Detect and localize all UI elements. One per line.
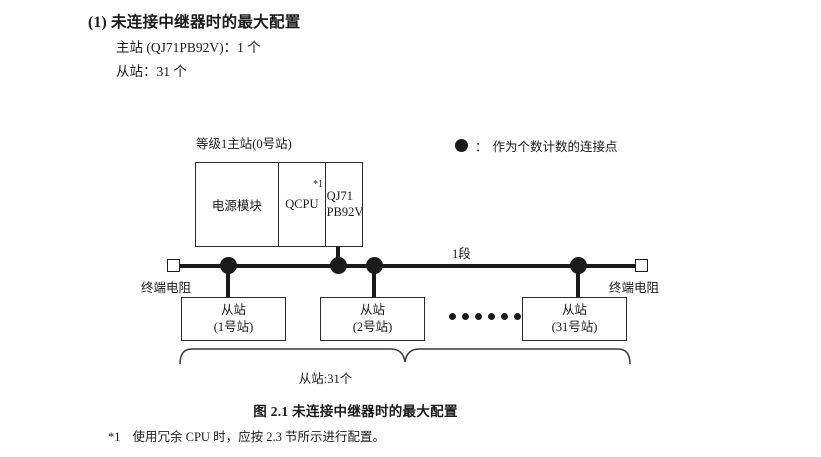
slave-station-2: 从站 (2号站) — [320, 297, 425, 341]
ellipsis-dots — [449, 313, 521, 320]
slave-station-31-station: (31号站) — [551, 320, 598, 334]
ellipsis-dot — [475, 313, 482, 320]
cpu-footnote-marker: *1 — [313, 179, 323, 190]
slave-2-drop-line — [372, 266, 376, 298]
section-number: (1) — [88, 14, 107, 31]
terminating-resistor-left-symbol — [167, 259, 180, 272]
slave-station-31: 从站 (31号站) — [522, 297, 627, 341]
master-station-label: 等级1主站(0号站) — [196, 137, 292, 151]
slave-station-2-name: 从站 — [359, 303, 385, 318]
master-module-assembly: 电源模块 QCPU *1 QJ71 PB92V — [195, 162, 363, 247]
filled-circle-icon — [455, 139, 468, 152]
section-title: 未连接中继器时的最大配置 — [110, 14, 301, 31]
terminating-resistor-right-symbol — [635, 259, 648, 272]
footnote-text: 使用冗余 CPU 时，应按 2.3 节所示进行配置。 — [132, 430, 385, 444]
slave-group-brace — [178, 345, 632, 370]
segment-label: 1段 — [452, 247, 471, 261]
bus-trunk-line — [174, 264, 642, 268]
figure-caption: 图 2.1 未连接中继器时的最大配置 — [0, 400, 821, 420]
connection-dot-slave-3 — [570, 257, 587, 274]
power-supply-module: 电源模块 — [196, 163, 279, 246]
connection-dot-slave-2 — [366, 257, 383, 274]
slave-station-31-name: 从站 — [561, 303, 587, 318]
network-module-label: QJ71 PB92V — [325, 189, 364, 220]
connection-dot-master — [330, 257, 347, 274]
ellipsis-dot — [514, 313, 521, 320]
network-module-line1: QJ71 — [326, 188, 353, 203]
footnote: *1 使用冗余 CPU 时，应按 2.3 节所示进行配置。 — [108, 426, 385, 445]
section-heading: (1)未连接中继器时的最大配置 — [88, 10, 301, 32]
slave-station-1-station: (1号站) — [213, 320, 254, 334]
cpu-module: QCPU *1 — [279, 163, 326, 246]
terminating-resistor-left-label: 终端电阻 — [141, 281, 192, 295]
spec-slave-count: 从站：31 个 — [116, 64, 187, 79]
slave-station-1: 从站 (1号站) — [181, 297, 286, 341]
terminating-resistor-right-label: 终端电阻 — [609, 281, 660, 295]
network-module-line2: PB92V — [326, 204, 364, 219]
legend-text: 作为个数计数的连接点 — [492, 140, 618, 154]
power-supply-module-label: 电源模块 — [211, 199, 262, 213]
ellipsis-dot — [462, 313, 469, 320]
network-module: QJ71 PB92V — [325, 163, 364, 246]
cpu-module-label: QCPU — [285, 197, 319, 211]
slave-station-2-station: (2号站) — [352, 320, 393, 334]
figure-caption-text: 图 2.1 未连接中继器时的最大配置 — [253, 404, 458, 419]
brace-icon — [179, 348, 631, 365]
slave-total-label: 从站:31个 — [0, 368, 821, 387]
slave-1-drop-line — [226, 266, 230, 298]
slave-station-1-name: 从站 — [220, 303, 246, 318]
ellipsis-dot — [488, 313, 495, 320]
ellipsis-dot — [501, 313, 508, 320]
spec-master-count: 主站 (QJ71PB92V)：1 个 — [116, 40, 261, 55]
ellipsis-dot — [449, 313, 456, 320]
legend: ： 作为个数计数的连接点 — [455, 136, 618, 155]
slave-3-drop-line — [576, 266, 580, 298]
connection-dot-slave-1 — [220, 257, 237, 274]
slave-total-text: 从站:31个 — [298, 372, 353, 386]
footnote-marker: *1 — [108, 430, 121, 444]
legend-colon: ： — [475, 140, 488, 154]
